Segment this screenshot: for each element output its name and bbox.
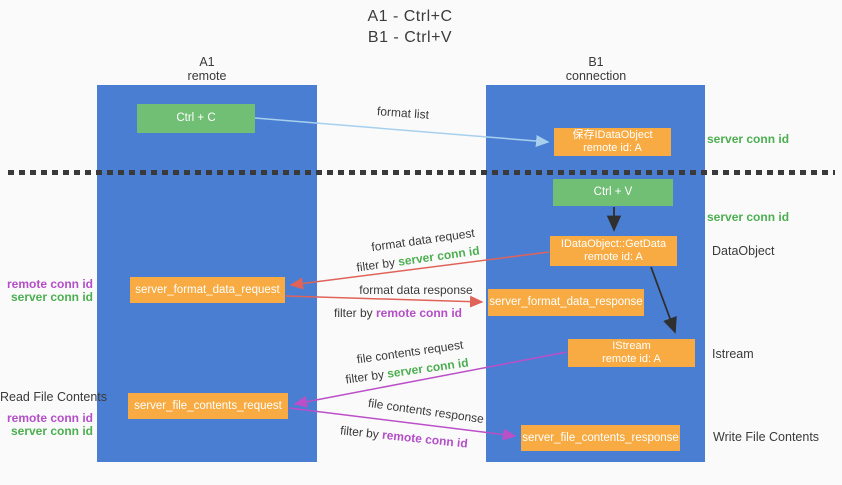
column-b1-subtitle: connection	[565, 69, 627, 83]
node-save-idataobject-line1: 保存IDataObject	[572, 129, 653, 141]
node-idataobject-getdata-line2: remote id: A	[584, 251, 643, 263]
node-server-format-data-request-label: server_format_data_request	[135, 283, 280, 296]
filter-value-remote-conn-id: remote conn id	[381, 427, 469, 451]
annotation-remote-conn-id-1: remote conn id	[6, 277, 93, 291]
column-b1-name: B1	[588, 55, 604, 69]
column-header-b1: B1 connection	[526, 55, 666, 83]
node-server-format-data-response: server_format_data_response	[488, 289, 644, 316]
annotation-server-conn-id-2: server conn id	[10, 424, 93, 438]
node-ctrl-v: Ctrl + V	[553, 179, 673, 206]
node-server-file-contents-request: server_file_contents_request	[128, 393, 288, 419]
node-save-idataobject: 保存IDataObject remote id: A	[554, 128, 671, 156]
label-file-contents-response: file contents response	[367, 395, 485, 427]
node-ctrl-c-label: Ctrl + C	[176, 112, 216, 124]
node-istream: IStream remote id: A	[568, 339, 695, 367]
label-file-contents-response-filter: filter by remote conn id	[334, 423, 475, 452]
node-save-idataobject-line2: remote id: A	[583, 142, 642, 154]
annotation-read-file-contents: Read File Contents	[0, 390, 108, 404]
label-format-data-response-filter: filter by remote conn id	[328, 306, 468, 320]
filter-prefix: filter by	[344, 366, 389, 387]
title-line-1: A1 - Ctrl+C	[367, 8, 453, 25]
column-a1-name: A1	[199, 55, 215, 69]
annotation-server-conn-id-top: server conn id	[707, 132, 790, 146]
title-line-2: B1 - Ctrl+V	[367, 29, 453, 46]
label-format-list: format list	[376, 104, 430, 122]
filter-value-remote-conn-id: remote conn id	[376, 306, 463, 320]
node-idataobject-getdata: IDataObject::GetData remote id: A	[550, 236, 677, 266]
annotation-server-conn-id-mid: server conn id	[707, 210, 790, 224]
annotation-remote-conn-id-2: remote conn id	[6, 411, 93, 425]
phase-separator-dotted-line	[8, 170, 835, 175]
node-server-format-data-response-label: server_format_data_response	[489, 296, 643, 308]
node-server-file-contents-request-label: server_file_contents_request	[134, 399, 282, 412]
annotation-server-conn-id-1: server conn id	[10, 290, 93, 304]
node-ctrl-c: Ctrl + C	[137, 104, 255, 133]
filter-prefix: filter by	[333, 306, 376, 320]
node-istream-line2: remote id: A	[602, 353, 661, 365]
annotation-istream: Istream	[712, 347, 754, 361]
column-a1-subtitle: remote	[187, 69, 227, 83]
annotation-dataobject: DataObject	[712, 244, 775, 258]
diagram-title: A1 - Ctrl+C B1 - Ctrl+V	[310, 6, 510, 48]
node-istream-line1: IStream	[612, 340, 651, 352]
column-header-a1: A1 remote	[137, 55, 277, 83]
node-server-file-contents-response-label: server_file_contents_response	[522, 431, 679, 444]
node-ctrl-v-label: Ctrl + V	[593, 186, 633, 198]
node-idataobject-getdata-line1: IDataObject::GetData	[560, 238, 667, 250]
filter-prefix: filter by	[339, 423, 383, 442]
annotation-write-file-contents: Write File Contents	[713, 430, 820, 444]
node-server-format-data-request: server_format_data_request	[130, 277, 285, 303]
label-format-data-response: format data response	[359, 283, 473, 297]
node-server-file-contents-response: server_file_contents_response	[521, 425, 680, 451]
filter-prefix: filter by	[355, 254, 400, 275]
